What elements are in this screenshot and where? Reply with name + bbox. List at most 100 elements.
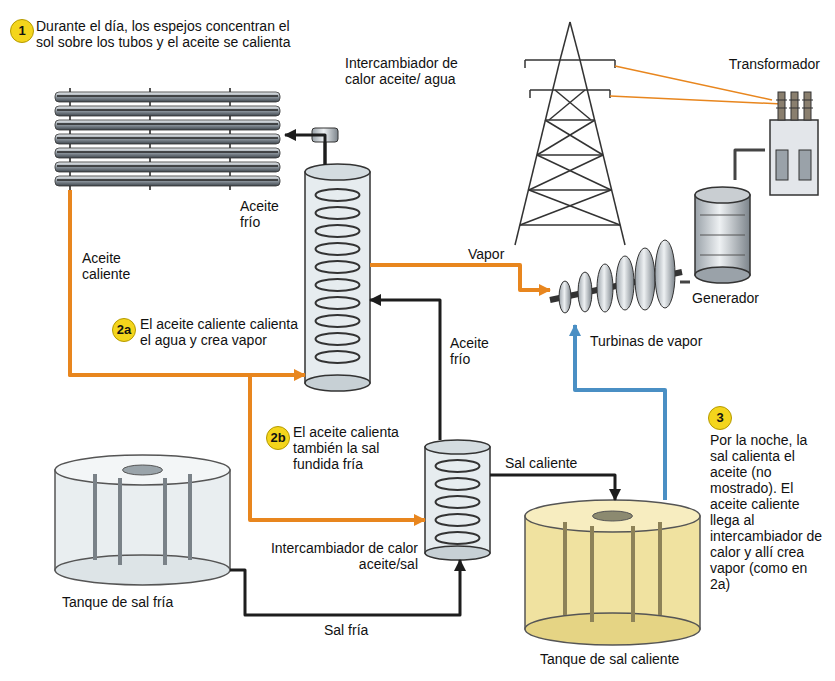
generator-drawing [695, 187, 750, 203]
power-pylon [549, 90, 585, 120]
exchanger-vessel [436, 460, 480, 472]
cold-salt-tank: Tanque de sal fría [55, 455, 230, 585]
mirror-array [55, 176, 280, 186]
exchanger-vessel [425, 440, 490, 560]
cold-tank [163, 478, 167, 565]
cold-tank [55, 455, 230, 485]
cold-tank [55, 555, 230, 585]
hot-tank [593, 511, 633, 521]
flow-label-box: Aceite frío [238, 198, 296, 231]
exchanger-vessel [305, 375, 370, 391]
transformer-drawing [770, 92, 818, 195]
exchanger-vessel [436, 532, 480, 544]
pipe-connector [575, 325, 665, 500]
exchanger-vessel [316, 207, 360, 219]
power-pylon [545, 120, 603, 155]
callout-box: Por la noche, la sal calienta el aceite … [710, 432, 828, 592]
transformer-drawing [804, 92, 811, 120]
label-box: Transformador [720, 56, 820, 72]
hot-salt-tank: Tanque de sal caliente [525, 500, 700, 645]
mirror-array [57, 95, 278, 97]
power-line [610, 96, 782, 104]
callout-box: 2b [266, 426, 290, 450]
power-pylon [529, 155, 603, 190]
power-pylon [570, 22, 580, 60]
mirror-array [57, 109, 278, 111]
flow-label: Sal caliente [503, 455, 579, 471]
generator-drawing [700, 255, 745, 256]
power-pylon [520, 224, 620, 226]
exchanger-vessel [316, 243, 360, 255]
power-pylon [555, 90, 591, 120]
callout-number: 2b [266, 426, 290, 450]
generator-drawing [695, 195, 750, 275]
pipe-connector [285, 135, 325, 165]
flow-label: Aceite caliente [80, 250, 150, 282]
cold-tank [118, 478, 122, 565]
component-label: Intercambiador de calor aceite/sal [258, 540, 418, 572]
hot-tank [658, 522, 662, 615]
callout-text: El aceite caliente calienta el agua y cr… [140, 316, 300, 348]
flow-label-box: Aceite frío [448, 335, 506, 368]
generator-drawing [700, 215, 745, 216]
generator-drawing [695, 267, 750, 283]
callout-box: El aceite caliente calienta el agua y cr… [140, 316, 300, 348]
transformer-drawing [776, 100, 787, 101]
mirror-array [57, 123, 278, 125]
pipe-connector [680, 281, 690, 284]
power-pylon [515, 60, 560, 245]
flow-label: Sal fría [322, 622, 370, 638]
mirror-array [55, 162, 280, 172]
transformer-drawing [776, 108, 787, 109]
power-pylon [524, 60, 526, 68]
oil-water-exchanger: Intercambiador de calor aceite/ agua [305, 165, 370, 390]
cold-tank [188, 474, 192, 560]
exchanger-vessel [436, 496, 480, 508]
hot-tank [525, 500, 700, 532]
hot-tank [563, 522, 567, 615]
pipe-connector [370, 265, 550, 290]
exchanger-vessel [305, 164, 370, 180]
transformer-drawing [802, 100, 813, 101]
transformer-drawing [791, 92, 798, 120]
mirror-array [55, 106, 280, 116]
power-pylon [609, 90, 611, 98]
component-label: Generador [692, 290, 772, 306]
turbine-drawing [635, 248, 655, 310]
hot-tank [525, 613, 700, 645]
transformer-drawing [799, 150, 811, 180]
label-box: Intercambiador de calor aceite/ agua [345, 55, 465, 87]
cold-tank [123, 465, 163, 475]
power-pylon [560, 22, 570, 60]
flow-label: Aceite frío [238, 198, 296, 230]
transformer-drawing [776, 150, 788, 180]
exchanger-vessel [316, 351, 360, 363]
mirror-array [57, 179, 278, 181]
callout-number: 2a [112, 318, 136, 342]
component-label: Intercambiador de calor aceite/ agua [345, 55, 465, 87]
pipe-connector [230, 560, 460, 615]
power-pylon [525, 59, 615, 61]
exchanger-vessel [436, 478, 480, 490]
turbine-drawing [655, 240, 675, 308]
flow-label-box: Vapor [466, 245, 518, 263]
flow-label-box: Aceite caliente [80, 250, 150, 283]
label-box: Turbinas de vapor [590, 333, 730, 349]
component-label: Transformador [720, 56, 820, 72]
exchanger-vessel [425, 447, 490, 553]
callout-box: 3 [708, 406, 732, 430]
flow-label-box: Sal caliente [503, 454, 603, 472]
exchanger-vessel [316, 279, 360, 291]
power-pylon [515, 22, 625, 245]
oil-salt-exchanger: Intercambiador de calor aceite/sal [425, 440, 490, 560]
transformer: Transformador [765, 85, 820, 200]
turbine-drawing [550, 240, 682, 313]
exchanger-vessel [305, 164, 370, 391]
callout-text: El aceite calienta también la sal fundid… [293, 424, 420, 472]
flow-label: Aceite frío [448, 335, 506, 367]
solar-collector-field: Durante el día, los espejos concentran e… [50, 88, 285, 190]
cold-tank [93, 474, 97, 560]
power-pylon [545, 119, 595, 121]
